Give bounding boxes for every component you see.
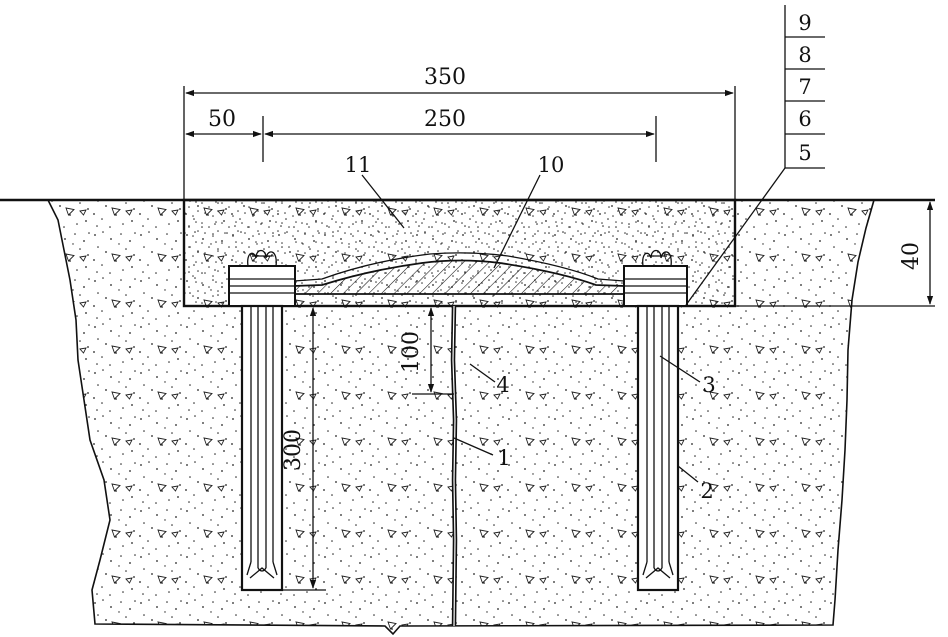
callout-7: 7 bbox=[798, 75, 811, 99]
right-anchor-bar bbox=[636, 304, 680, 592]
leader-10 bbox=[493, 174, 541, 269]
central-crack bbox=[450, 305, 458, 627]
callout-table bbox=[685, 5, 825, 306]
left-anchor-bar bbox=[240, 304, 284, 592]
leader-11 bbox=[361, 174, 405, 229]
arch-plate bbox=[293, 259, 625, 295]
callout-5: 5 bbox=[798, 141, 811, 165]
dimension-350-label: 350 bbox=[424, 65, 466, 90]
dimension-100 bbox=[412, 307, 454, 395]
callout-8: 8 bbox=[798, 43, 811, 67]
dimension-40 bbox=[735, 201, 935, 307]
callout-1: 1 bbox=[497, 446, 510, 470]
leader-1 bbox=[453, 437, 494, 456]
dimension-250-label: 250 bbox=[424, 107, 466, 132]
leader-3 bbox=[659, 355, 701, 383]
dimension-350 bbox=[183, 86, 736, 200]
dimension-50-label: 50 bbox=[208, 107, 236, 132]
callout-9: 9 bbox=[798, 11, 811, 35]
callout-10: 10 bbox=[538, 153, 565, 177]
dimension-40-label: 40 bbox=[899, 242, 924, 270]
callout-4: 4 bbox=[496, 373, 509, 397]
dimension-100-label: 100 bbox=[399, 331, 424, 373]
callout-3: 3 bbox=[702, 373, 715, 397]
dimension-50-250 bbox=[185, 116, 657, 162]
leader-2 bbox=[677, 465, 699, 483]
callout-11: 11 bbox=[345, 153, 372, 177]
arch-cover-line bbox=[293, 252, 625, 282]
dimension-300-label: 300 bbox=[281, 429, 306, 471]
callout-2: 2 bbox=[700, 479, 713, 503]
callout-6: 6 bbox=[798, 107, 811, 131]
left-anchor-head bbox=[228, 249, 296, 307]
leader-4 bbox=[469, 363, 496, 383]
dimension-300 bbox=[282, 307, 326, 591]
